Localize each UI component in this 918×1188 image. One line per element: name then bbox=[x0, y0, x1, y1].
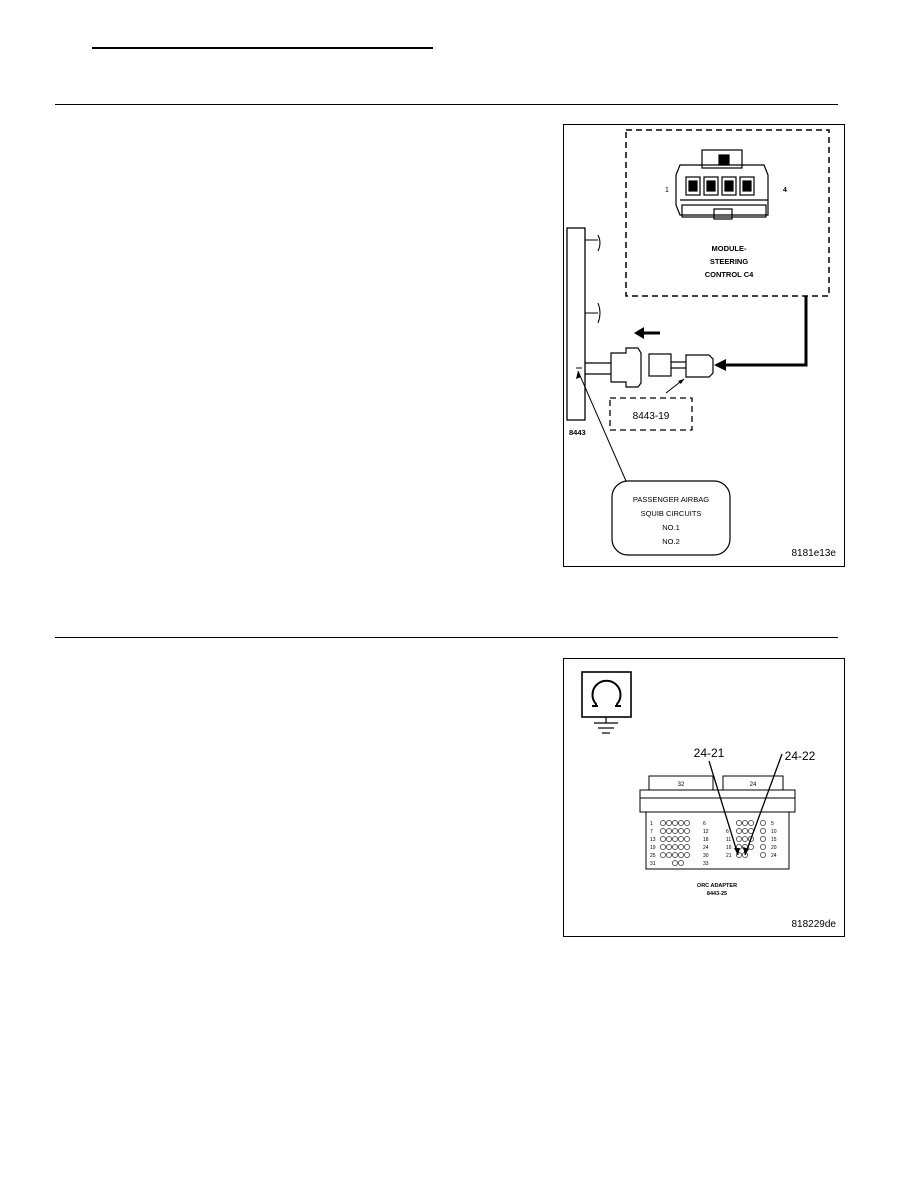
callout-line2: SQUIB CIRCUITS bbox=[641, 509, 702, 518]
svg-text:24: 24 bbox=[703, 845, 709, 851]
section-divider-1 bbox=[55, 104, 838, 105]
svg-text:19: 19 bbox=[650, 845, 656, 851]
module-connector-drawing bbox=[675, 149, 769, 220]
svg-text:7: 7 bbox=[650, 829, 653, 835]
connector-tab-left: 32 bbox=[678, 782, 685, 788]
callout-leader-arrow bbox=[576, 371, 581, 379]
svg-text:10: 10 bbox=[771, 829, 777, 835]
module-dashed-box bbox=[625, 129, 830, 297]
section-divider-2 bbox=[55, 637, 838, 638]
svg-text:11: 11 bbox=[726, 837, 731, 843]
left-cavity-numbers: 1 7 13 19 25 31 6 12 18 24 30 33 bbox=[650, 821, 709, 867]
svg-text:6: 6 bbox=[726, 829, 729, 835]
figure-steering-module-connector: 1 4 MODULE- STEERING CONTROL C4 8443 bbox=[563, 124, 845, 567]
svg-text:13: 13 bbox=[650, 837, 656, 843]
adapter-label: 8443-19 bbox=[633, 411, 670, 422]
svg-text:21: 21 bbox=[726, 853, 732, 859]
module-label-line2: STEERING bbox=[710, 257, 749, 266]
module-connection-arrow-icon bbox=[714, 296, 808, 371]
right-cavity-numbers: 6 11 16 21 5 10 15 20 24 bbox=[726, 821, 777, 859]
adapter-cable bbox=[585, 347, 714, 388]
tool-8443-body bbox=[566, 227, 586, 421]
adapter-leader-arrow bbox=[665, 378, 685, 394]
pin-24-22-label: 24-22 bbox=[785, 749, 816, 763]
header-rule bbox=[92, 47, 433, 49]
left-cavity-grid bbox=[660, 820, 690, 866]
right-cavity-grid bbox=[736, 820, 766, 858]
svg-text:25: 25 bbox=[650, 853, 656, 859]
connector-pin-left-label: 1 bbox=[665, 187, 669, 194]
module-label-line3: CONTROL C4 bbox=[705, 270, 754, 279]
ohmmeter-icon bbox=[581, 671, 632, 734]
adapter-dashed-box bbox=[609, 397, 693, 431]
connector-pin-right-label: 4 bbox=[783, 187, 787, 194]
figure-orc-adapter-resistance: 24-21 24-22 32 24 1 7 13 19 25 31 6 12 1… bbox=[563, 658, 845, 937]
svg-text:1: 1 bbox=[650, 821, 653, 827]
tool-8443-label: 8443 bbox=[569, 428, 586, 437]
svg-text:6: 6 bbox=[703, 821, 706, 827]
figure-2-diagram: 24-21 24-22 32 24 1 7 13 19 25 31 6 12 1… bbox=[581, 671, 837, 930]
figure-1-diagram: 1 4 MODULE- STEERING CONTROL C4 8443 bbox=[566, 129, 837, 559]
module-label-line1: MODULE- bbox=[712, 244, 747, 253]
svg-text:16: 16 bbox=[726, 845, 732, 851]
svg-text:5: 5 bbox=[771, 821, 774, 827]
connector-tab-right: 24 bbox=[750, 782, 757, 788]
svg-text:33: 33 bbox=[703, 861, 709, 867]
svg-text:12: 12 bbox=[703, 829, 709, 835]
probe-arrow-24-21 bbox=[734, 848, 740, 855]
callout-leader-line bbox=[577, 370, 627, 482]
squib-callout-box bbox=[611, 480, 731, 556]
orc-adapter-connector bbox=[639, 775, 796, 870]
pin-24-21-label: 24-21 bbox=[694, 746, 725, 760]
callout-line3: NO.1 bbox=[662, 523, 680, 532]
tool-8443-ports bbox=[576, 234, 601, 369]
svg-text:20: 20 bbox=[771, 845, 777, 851]
orc-adapter-label-line1: ORC ADAPTER bbox=[697, 883, 737, 889]
svg-text:15: 15 bbox=[771, 837, 777, 843]
figure-2-id: 818229de bbox=[792, 919, 837, 930]
callout-line4: NO.2 bbox=[662, 537, 680, 546]
probe-arrow-24-22 bbox=[743, 847, 749, 855]
svg-text:18: 18 bbox=[703, 837, 709, 843]
svg-text:31: 31 bbox=[650, 861, 656, 867]
direction-arrow-icon bbox=[634, 327, 660, 339]
figure-1-id: 8181e13e bbox=[792, 548, 837, 559]
orc-adapter-label-line2: 8443-25 bbox=[707, 891, 727, 897]
callout-line1: PASSENGER AIRBAG bbox=[633, 495, 709, 504]
svg-text:30: 30 bbox=[703, 853, 709, 859]
svg-text:24: 24 bbox=[771, 853, 777, 859]
probe-lines bbox=[708, 753, 783, 856]
